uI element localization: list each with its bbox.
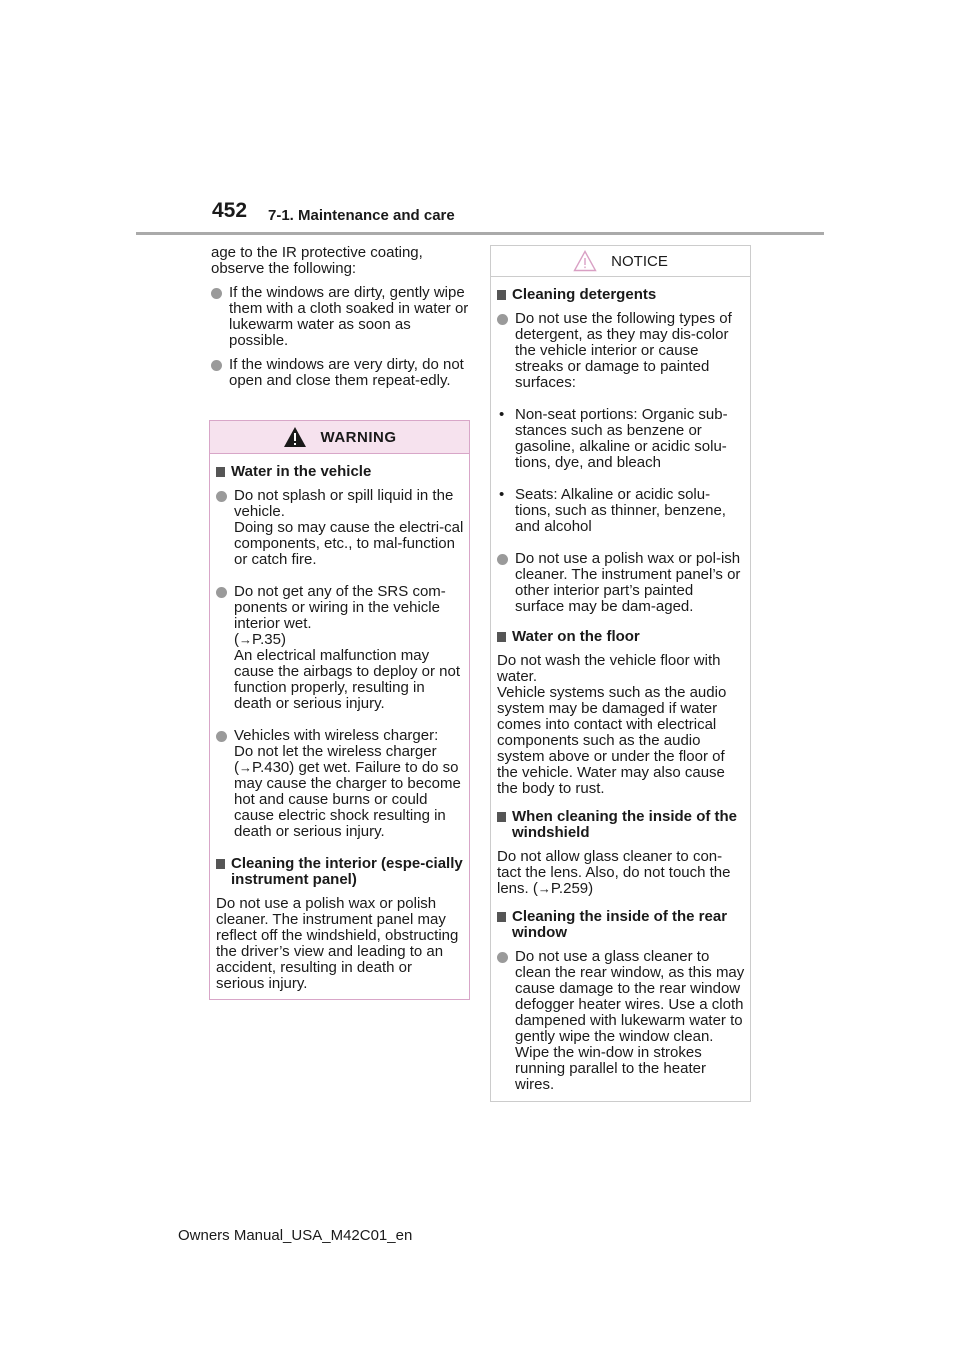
bullet-icon <box>497 554 508 565</box>
square-bullet-icon <box>497 632 506 642</box>
arrow-icon: → <box>239 632 252 647</box>
list-item: Do not use a polish wax or pol-ish clean… <box>497 551 745 615</box>
notice-label: NOTICE <box>611 252 668 270</box>
notice-heading: Cleaning detergents <box>497 287 745 303</box>
bullet-icon <box>497 314 508 325</box>
caution-triangle-icon <box>573 250 597 272</box>
arrow-icon: → <box>537 881 551 896</box>
list-item: If the windows are very dirty, do not op… <box>211 357 469 389</box>
warning-label: WARNING <box>320 428 397 446</box>
warning-box: WARNING Water in the vehicle Do not spla… <box>209 420 470 1000</box>
notice-box: NOTICE Cleaning detergents Do not use th… <box>490 245 751 1102</box>
list-item: • Seats: Alkaline or acidic solu-tions, … <box>499 486 726 535</box>
list-item: Do not use the following types of deterg… <box>497 311 745 391</box>
bullet-icon <box>216 731 227 742</box>
list-item: • Non-seat portions: Organic sub-stances… <box>499 406 728 471</box>
section-title: 7-1. Maintenance and care <box>268 207 455 224</box>
notice-paragraph: Do not wash the vehicle floor with water… <box>497 652 727 797</box>
warning-heading: Cleaning the interior (espe-cially instr… <box>216 856 464 888</box>
square-bullet-icon <box>497 290 506 300</box>
notice-heading: Cleaning the inside of the rear window <box>497 909 745 941</box>
bullet-icon <box>216 491 227 502</box>
intro-text: age to the IR protective coating, observ… <box>211 244 423 277</box>
notice-heading: When cleaning the inside of the windshie… <box>497 809 745 841</box>
notice-paragraph: Do not allow glass cleaner to con-tact t… <box>497 848 731 897</box>
bullet-icon <box>211 360 222 371</box>
bullet-icon: • <box>499 406 505 423</box>
square-bullet-icon <box>216 467 225 477</box>
notice-heading: Water on the floor <box>497 629 745 645</box>
page-reference: P.259 <box>550 880 589 897</box>
list-item: Do not use a glass cleaner to clean the … <box>497 949 745 1093</box>
footer-text: Owners Manual_USA_M42C01_en <box>178 1227 413 1244</box>
square-bullet-icon <box>497 812 506 822</box>
left-column: age to the IR protective coating, observ… <box>211 245 469 397</box>
notice-header: NOTICE <box>491 246 750 277</box>
page-reference: (→P.35) <box>234 631 286 648</box>
arrow-icon: → <box>239 760 252 775</box>
list-item: Do not splash or spill liquid in the veh… <box>216 488 464 568</box>
bullet-icon <box>211 288 222 299</box>
square-bullet-icon <box>216 859 225 869</box>
header-divider <box>136 232 824 235</box>
bullet-icon: • <box>499 486 505 503</box>
warning-heading: Water in the vehicle <box>216 464 464 480</box>
warning-triangle-icon <box>283 427 306 447</box>
square-bullet-icon <box>497 912 506 922</box>
page-number: 452 <box>212 199 248 222</box>
list-item: Vehicles with wireless charger: Do not l… <box>216 728 464 840</box>
warning-header: WARNING <box>210 421 469 454</box>
warning-paragraph: Do not use a polish wax or polish cleane… <box>216 895 459 992</box>
bullet-icon <box>216 587 227 598</box>
bullet-icon <box>497 952 508 963</box>
page-reference: P.430 <box>252 759 290 776</box>
list-item: If the windows are dirty, gently wipe th… <box>211 285 469 349</box>
list-item: Do not get any of the SRS com-ponents or… <box>216 584 464 712</box>
